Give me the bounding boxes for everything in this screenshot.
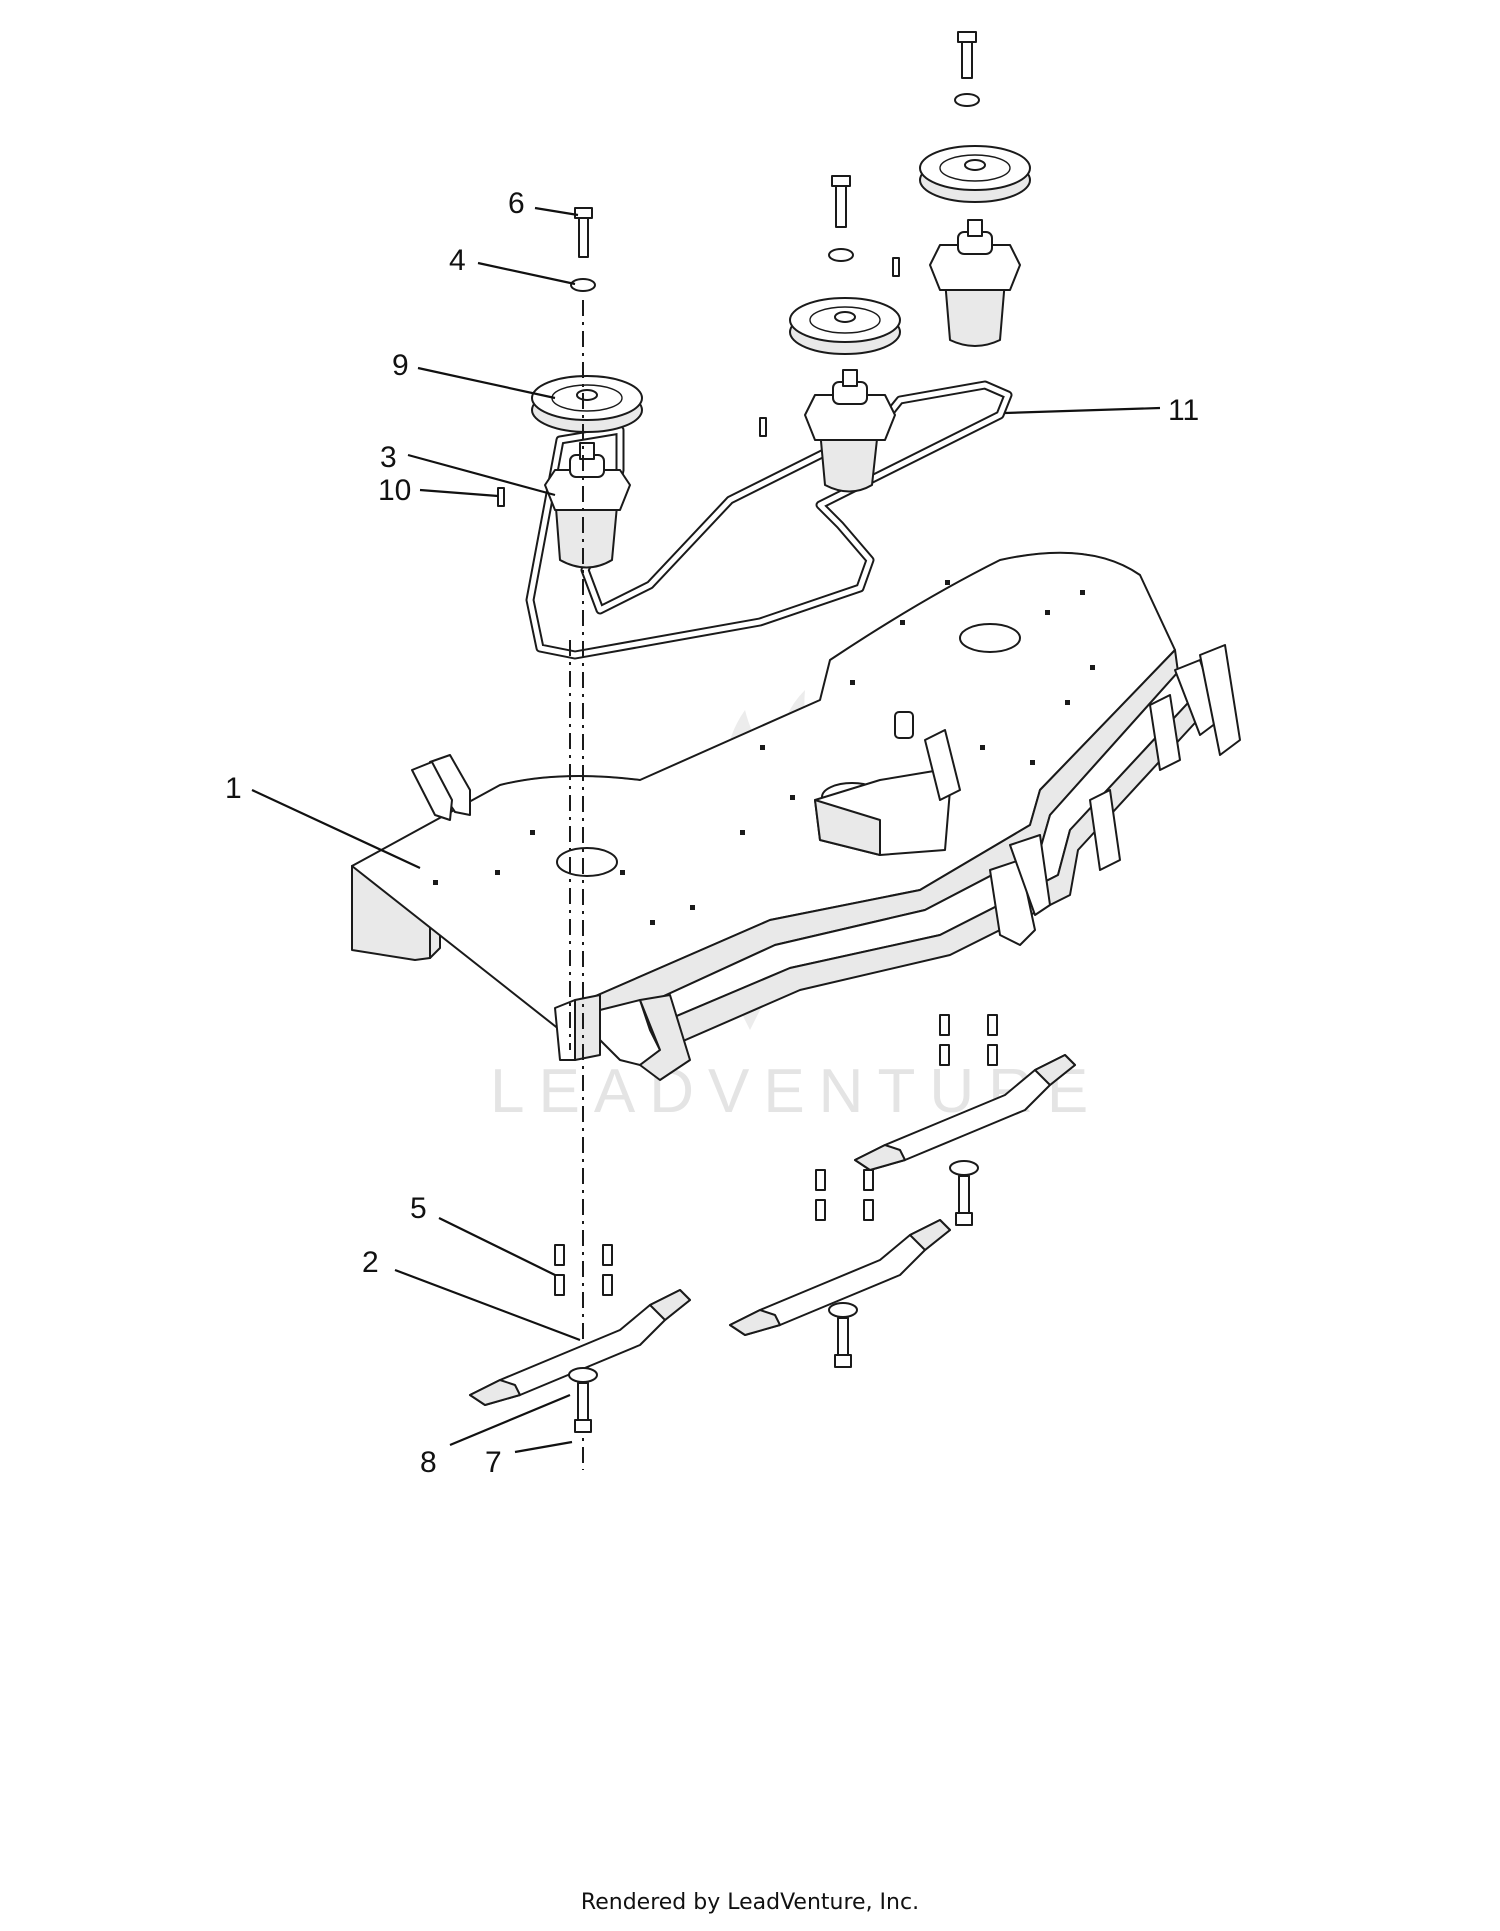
leader-2 <box>394 1268 581 1342</box>
key-right <box>892 257 900 277</box>
blade-bolts-left-5 <box>554 1244 613 1296</box>
callout-10: 10 <box>378 474 411 507</box>
bolt-6 <box>574 207 593 258</box>
callout-8: 8 <box>420 1446 437 1479</box>
callout-1: 1 <box>225 772 242 805</box>
leader-8 <box>449 1393 571 1447</box>
callout-9: 9 <box>392 349 409 382</box>
washer-center <box>828 1302 858 1318</box>
washer-right <box>949 1160 979 1176</box>
blade-center <box>729 1219 951 1336</box>
leader-3 <box>407 453 556 497</box>
leader-9 <box>417 366 556 400</box>
leader-11 <box>1004 406 1161 415</box>
callout-6: 6 <box>508 187 525 220</box>
leader-4 <box>477 261 576 286</box>
right-bolt <box>954 31 980 107</box>
leader-1 <box>251 789 421 869</box>
callout-4: 4 <box>449 244 466 277</box>
callout-11: 11 <box>1168 394 1199 427</box>
center-spindle <box>804 369 896 493</box>
key-center <box>759 417 767 437</box>
center-pulley <box>789 297 901 355</box>
callout-3: 3 <box>380 441 397 474</box>
right-pulley <box>919 145 1031 203</box>
blade-bolts-right <box>939 1014 998 1066</box>
center-bolt <box>828 175 854 262</box>
washer-4 <box>570 278 596 292</box>
right-spindle <box>929 219 1021 347</box>
left-pulley-9 <box>531 375 643 433</box>
leader-5 <box>438 1217 556 1276</box>
key-left-10 <box>497 487 505 507</box>
left-spindle-3 <box>544 442 631 569</box>
bolt-right <box>955 1175 973 1226</box>
leader-10 <box>419 488 499 498</box>
leader-7 <box>514 1440 573 1454</box>
callout-2: 2 <box>362 1246 379 1279</box>
deck-holes <box>433 580 1095 925</box>
blade-bolts-center <box>815 1169 874 1221</box>
bolt-center <box>834 1317 852 1368</box>
callout-5: 5 <box>410 1192 427 1225</box>
washer-8 <box>568 1367 598 1383</box>
footer-credit: Rendered by LeadVenture, Inc. <box>580 1890 920 1915</box>
mower-deck <box>351 551 1241 1081</box>
bolt-7 <box>574 1382 592 1433</box>
leader-6 <box>534 206 579 217</box>
blade-right <box>854 1054 1076 1171</box>
blade-left-2 <box>469 1289 691 1406</box>
callout-7: 7 <box>485 1446 502 1479</box>
